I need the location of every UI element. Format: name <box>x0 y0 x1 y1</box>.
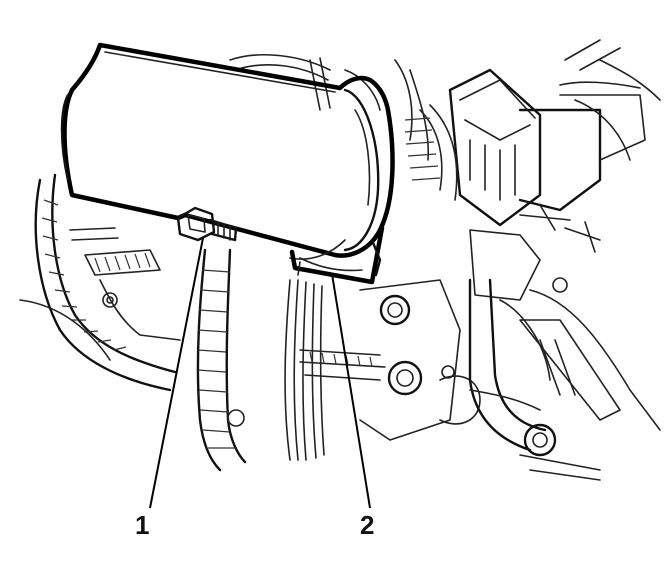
mounting-bracket <box>289 225 385 285</box>
retaining-bolt <box>176 206 238 242</box>
engine-bay-background <box>19 39 661 481</box>
filter-housing <box>60 42 395 260</box>
callout-2-label: 2 <box>360 510 374 540</box>
callout-1-label: 1 <box>135 510 149 540</box>
callout-1-leader <box>149 237 204 509</box>
callout-2-leader <box>331 273 371 509</box>
